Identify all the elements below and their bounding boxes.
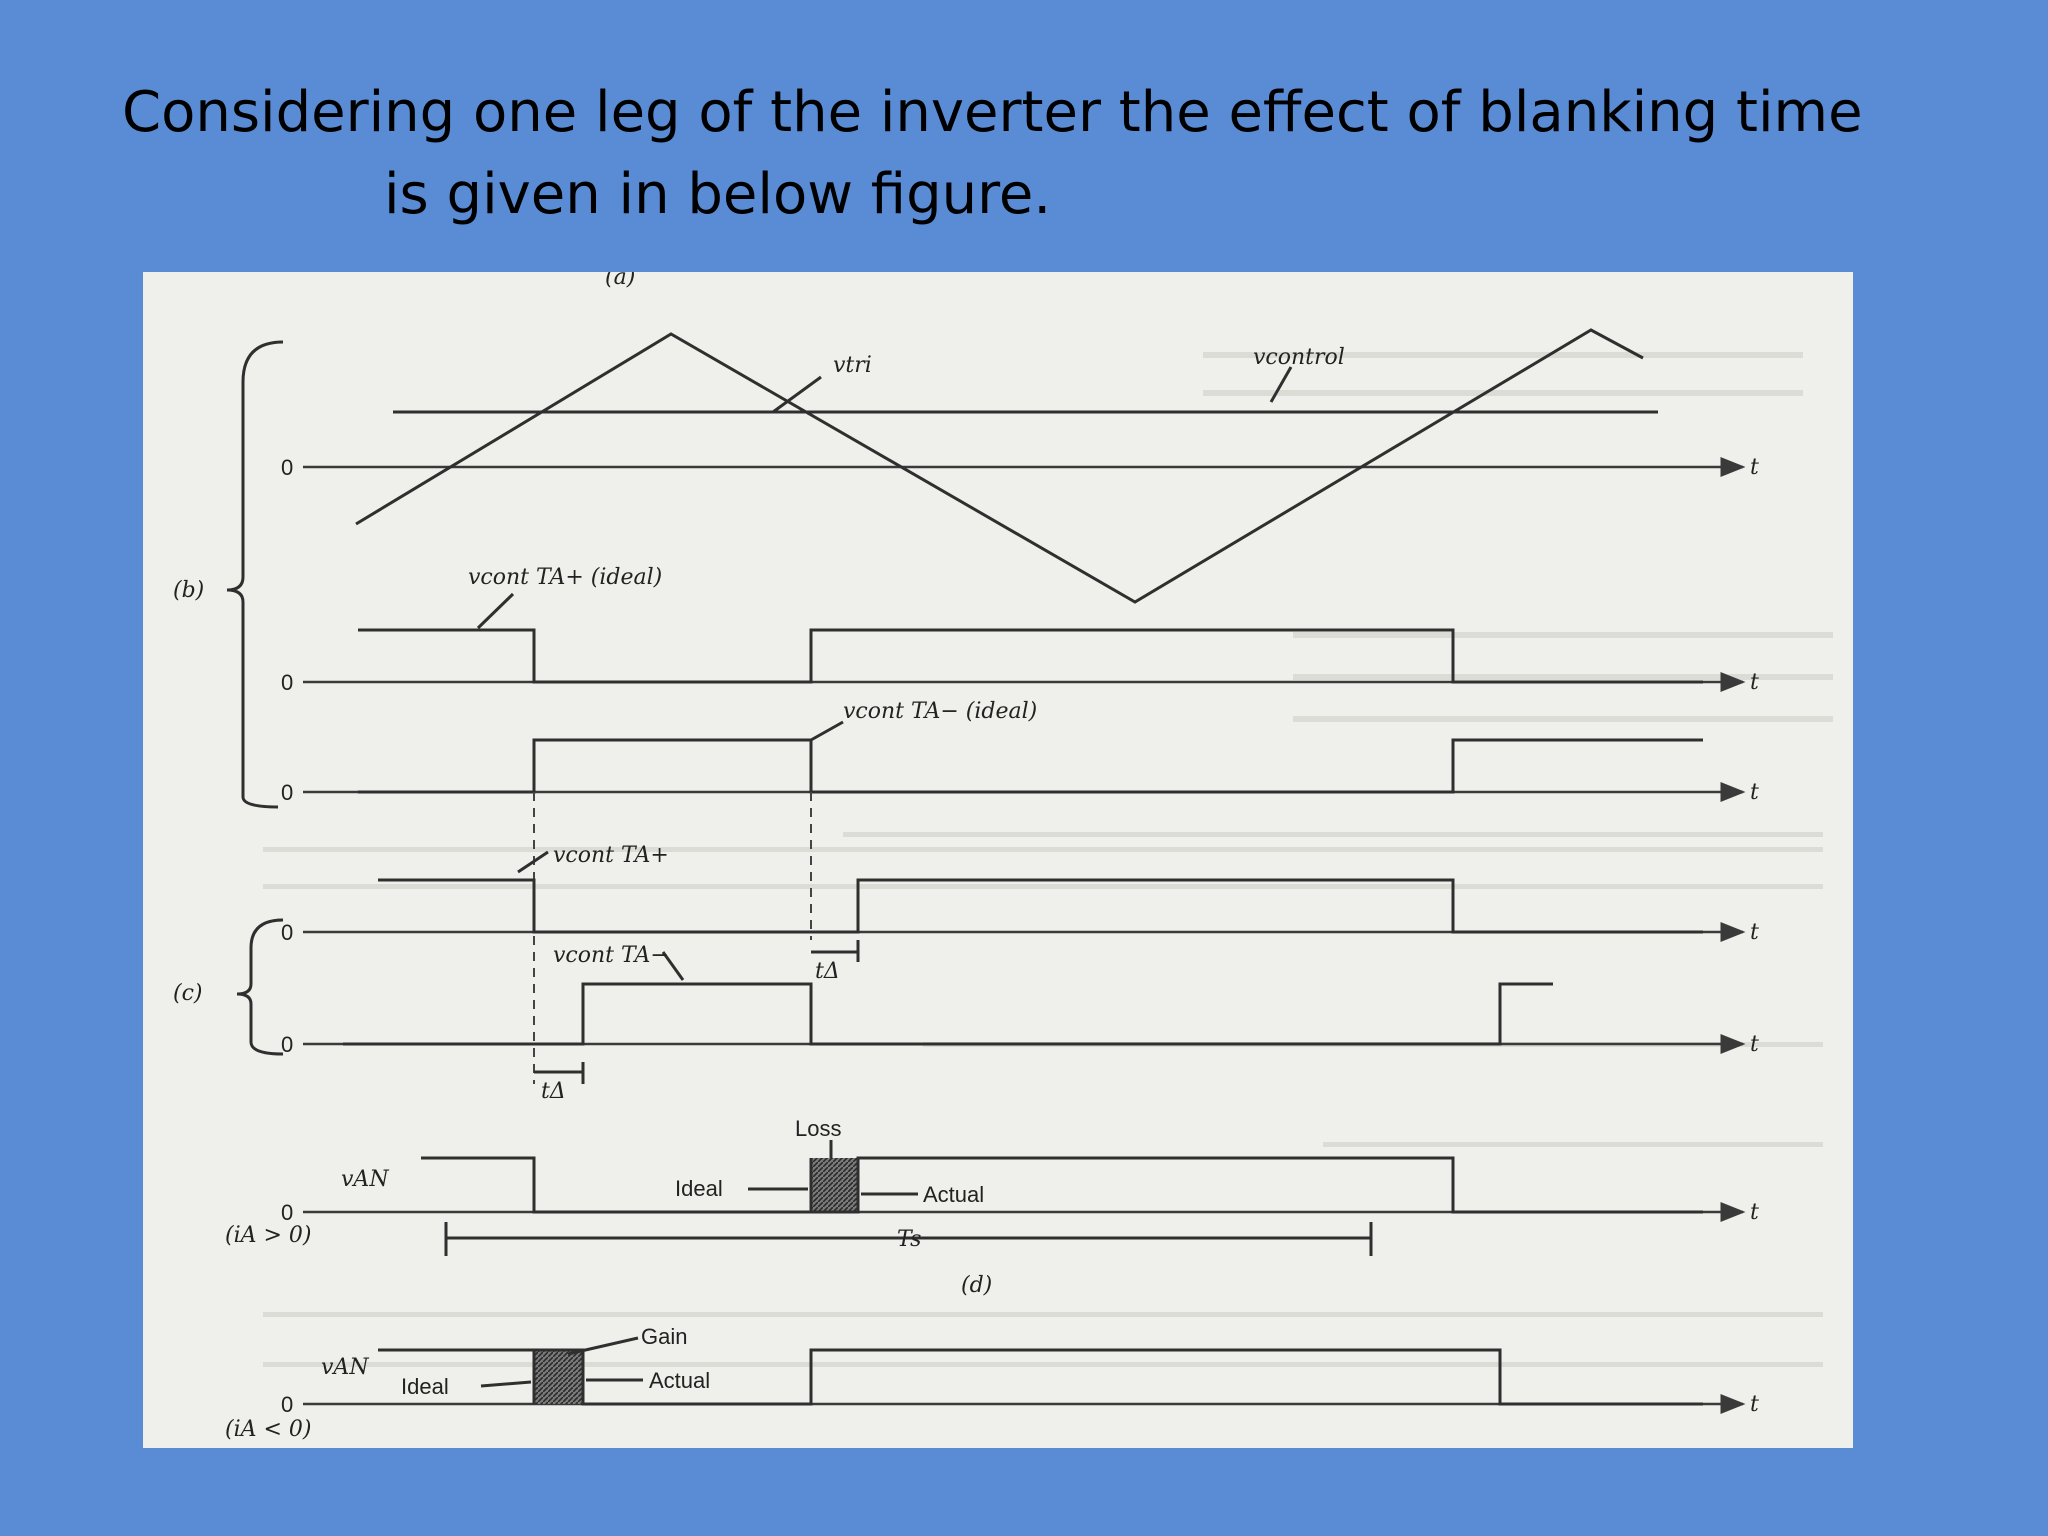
title-line-1: Considering one leg of the inverter the … xyxy=(122,80,1863,145)
van-label: vAN xyxy=(321,1355,369,1380)
bracket-c xyxy=(236,918,284,1056)
triangle-waveform xyxy=(355,328,1644,604)
panel-b-label: (b) xyxy=(173,578,204,603)
slide-title: Considering one leg of the inverter the … xyxy=(122,72,1922,236)
t-label: t xyxy=(1750,780,1759,805)
tap-ideal-pointer xyxy=(476,592,515,630)
ideal-pointer xyxy=(480,1380,532,1388)
loss-area xyxy=(811,1158,858,1212)
waveform-diagram: (a) (b) 0 t vtri vcontrol 0 t vcont TA+ … xyxy=(173,272,1833,1442)
van-positive-waveform xyxy=(421,1156,1703,1214)
tam-actual-waveform xyxy=(343,982,1553,1046)
tap-ideal-label: vcont TA+ (ideal) xyxy=(468,565,662,590)
t-label: t xyxy=(1750,1032,1759,1057)
van-negative-waveform xyxy=(378,1348,1703,1406)
t-label: t xyxy=(1750,1392,1759,1417)
gain-pointer xyxy=(567,1336,639,1356)
zero-label: 0 xyxy=(281,670,293,695)
panel-c-label: (c) xyxy=(173,981,203,1006)
vtri-pointer xyxy=(772,375,822,414)
gain-label: Gain xyxy=(641,1324,687,1349)
tam-actual-label: vcont TA− xyxy=(553,943,669,968)
tam-ideal-label: vcont TA− (ideal) xyxy=(843,699,1037,724)
t-delta-label: tΔ xyxy=(541,1079,566,1104)
vcontrol-label: vcontrol xyxy=(1253,345,1345,370)
scan-texture xyxy=(263,352,1833,1367)
zero-label: 0 xyxy=(281,780,293,805)
tap-actual-label: vcont TA+ xyxy=(553,843,669,868)
bracket-b xyxy=(226,340,284,809)
panel-a-label: (a) xyxy=(605,272,635,290)
ts-label: Ts xyxy=(897,1227,921,1252)
t-delta-label: tΔ xyxy=(815,959,840,984)
tam-actual-pointer xyxy=(661,951,685,981)
ideal-label: Ideal xyxy=(401,1374,449,1399)
tap-actual-waveform xyxy=(378,878,1703,934)
ia-negative-label: (iA < 0) xyxy=(225,1417,312,1442)
zero-label: 0 xyxy=(281,1392,293,1417)
ideal-label: Ideal xyxy=(675,1176,723,1201)
title-line-2: is given in below figure. xyxy=(384,162,1052,227)
t-label: t xyxy=(1750,920,1759,945)
van-label: vAN xyxy=(341,1167,389,1192)
zero-label: 0 xyxy=(281,1032,293,1057)
tap-actual-pointer xyxy=(517,850,549,874)
ia-positive-label: (iA > 0) xyxy=(225,1223,312,1248)
zero-label: 0 xyxy=(281,455,293,480)
zero-label: 0 xyxy=(281,1200,293,1225)
actual-label: Actual xyxy=(923,1182,984,1207)
blanking-time-figure: (a) (b) 0 t vtri vcontrol 0 t vcont TA+ … xyxy=(143,272,1853,1448)
t-label: t xyxy=(1750,455,1759,480)
zero-label: 0 xyxy=(281,920,293,945)
loss-label: Loss xyxy=(795,1116,841,1141)
tam-ideal-pointer xyxy=(810,720,844,742)
panel-d-label: (d) xyxy=(961,1273,992,1298)
gain-area xyxy=(534,1350,583,1404)
t-label: t xyxy=(1750,1200,1759,1225)
actual-label: Actual xyxy=(649,1368,710,1393)
tam-ideal-waveform xyxy=(358,738,1703,794)
vtri-label: vtri xyxy=(833,353,872,378)
t-label: t xyxy=(1750,670,1759,695)
vcontrol-pointer xyxy=(1269,366,1293,403)
tap-ideal-waveform xyxy=(358,628,1703,684)
